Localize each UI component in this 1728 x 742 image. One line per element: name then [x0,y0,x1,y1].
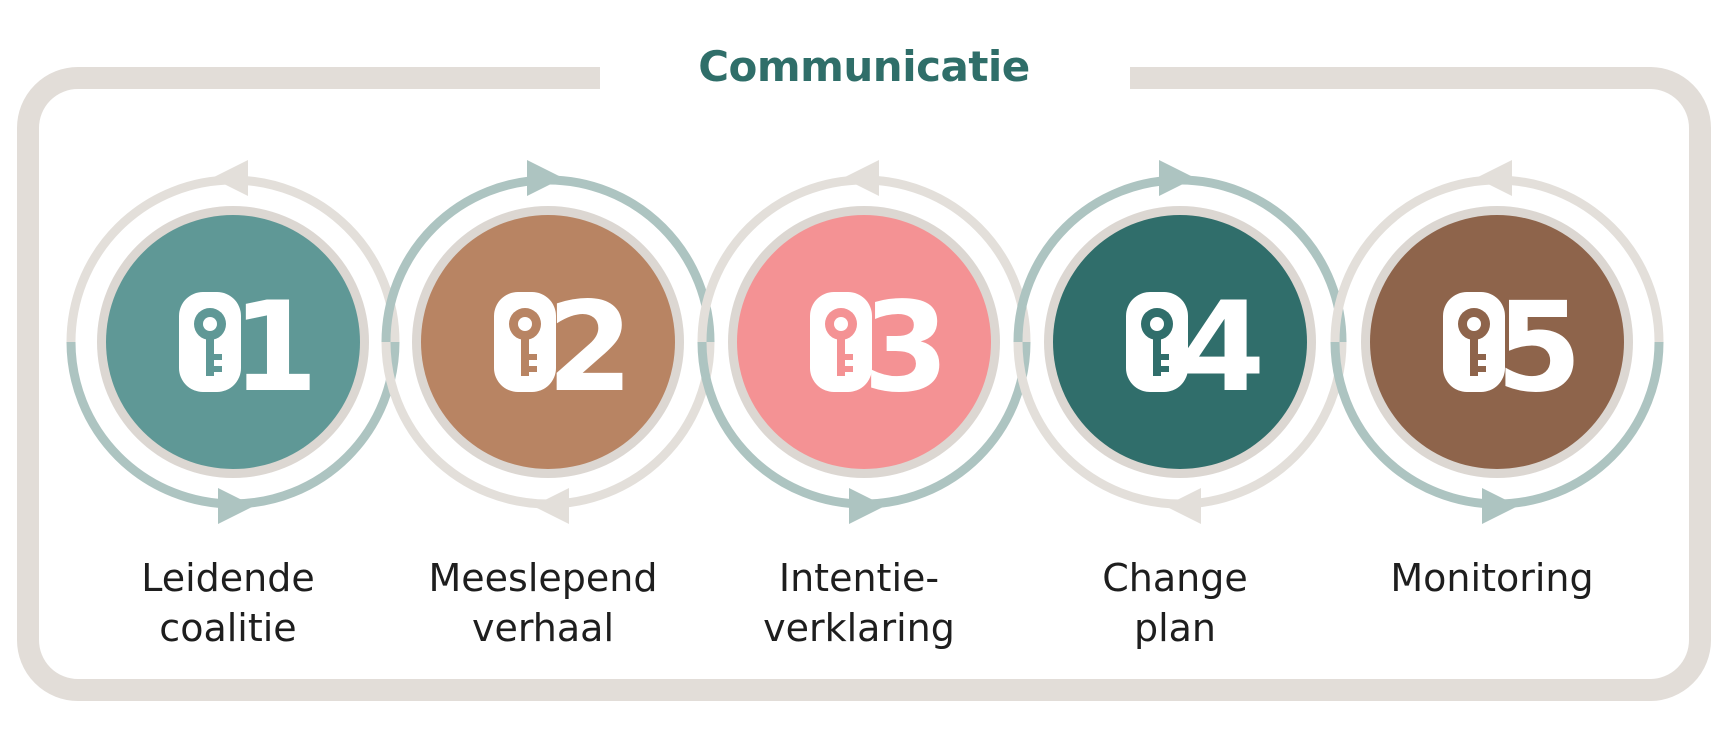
step-number: 2 [547,276,633,420]
step-label-line-2: plan [1133,606,1217,650]
step-4: 4 [1013,160,1347,524]
arrow-bottom-icon [533,488,569,524]
arrow-top-icon [1476,160,1512,196]
step-number: 1 [232,276,318,420]
step-label: Monitoring [1342,553,1642,603]
step-label: Change plan [1025,553,1325,653]
step-label-line-2: verhaal [471,606,615,650]
step-label-line-2: verklaring [763,606,955,650]
step-label: Leidende coalitie [78,553,378,653]
arrow-top-icon [1159,160,1195,196]
key-icon [494,292,556,392]
step-5: 5 [1330,160,1664,524]
step-label-line-1: Intentie- [778,556,940,600]
key-icon [1443,292,1505,392]
arrow-top-icon [527,160,563,196]
diagram-title: Communicatie [698,42,1030,91]
step-number: 3 [863,276,949,420]
key-icon [810,292,872,392]
step-label-line-1: Change [1102,556,1248,600]
arrow-top-icon [843,160,879,196]
key-icon [179,292,241,392]
arrow-bottom-icon [1482,488,1518,524]
frame-border [17,67,1711,701]
step-label-line-1: Meeslepend [428,556,658,600]
step-number: 4 [1179,276,1265,420]
step-label-line-1: Monitoring [1390,556,1594,600]
step-label: Intentie-verklaring [709,553,1009,653]
key-icon [1126,292,1188,392]
arrow-bottom-icon [849,488,885,524]
step-number: 5 [1496,276,1582,420]
step-2: 2 [381,160,715,524]
step-label-line-1: Leidende [141,556,315,600]
step-label-line-2: coalitie [159,606,297,650]
arrow-top-icon [212,160,248,196]
step-1: 1 [66,160,400,524]
arrow-bottom-icon [1165,488,1201,524]
arrow-bottom-icon [218,488,254,524]
step-label: Meeslepend verhaal [393,553,693,653]
step-3: 3 [697,160,1031,524]
